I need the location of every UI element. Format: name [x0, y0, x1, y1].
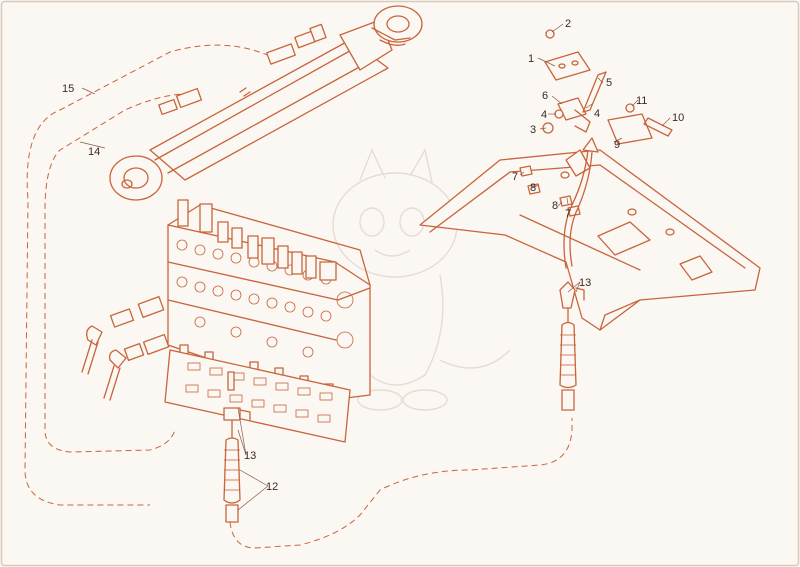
- operator-frame-plate: [419, 149, 761, 331]
- control-cable-left: [223, 371, 251, 523]
- leader-lines: [79, 23, 671, 511]
- callout-labels: 1 2 3 4 4 5 6 7 7 8 8 9 10 11 12 13 13 1…: [62, 18, 684, 493]
- callout-4: 4: [594, 108, 600, 120]
- valve-mounting-plate: [164, 349, 351, 443]
- control-cable-right: [559, 137, 599, 411]
- callout-1: 1: [528, 53, 534, 65]
- callout-8: 8: [552, 200, 558, 212]
- bracket-and-hardware: [519, 29, 673, 217]
- callout-7: 7: [512, 171, 518, 183]
- callout-9: 9: [614, 139, 620, 151]
- callout-15: 15: [62, 83, 74, 95]
- callout-14: 14: [88, 146, 100, 158]
- callout-6: 6: [542, 90, 548, 102]
- callout-4: 4: [541, 109, 547, 121]
- callout-11: 11: [636, 95, 647, 107]
- callout-10: 10: [672, 112, 684, 124]
- callout-12: 12: [266, 481, 278, 493]
- callout-13: 13: [579, 277, 591, 289]
- callout-5: 5: [606, 77, 612, 89]
- hose-routing-dashed: [24, 44, 573, 549]
- callout-13: 13: [244, 450, 256, 462]
- hydraulic-cylinder: [109, 5, 423, 201]
- callout-8: 8: [530, 182, 536, 194]
- callout-7: 7: [565, 208, 571, 220]
- callout-2: 2: [565, 18, 571, 30]
- callout-3: 3: [530, 124, 536, 136]
- hose-fittings-left: [81, 296, 170, 401]
